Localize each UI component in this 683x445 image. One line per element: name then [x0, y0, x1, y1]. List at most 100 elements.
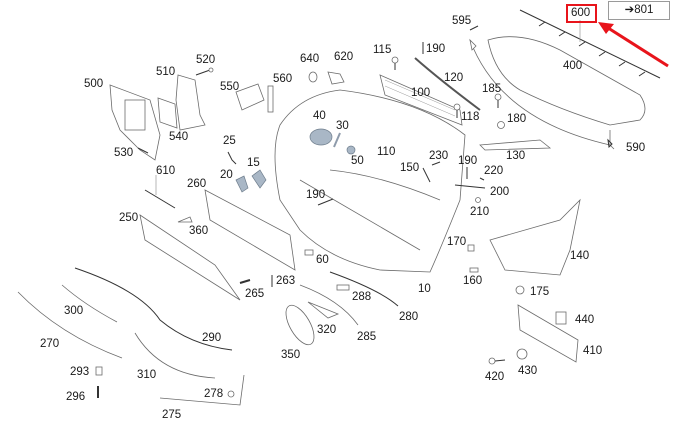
part-250-lower-grille[interactable] [139, 214, 241, 301]
part-100-grille[interactable] [379, 74, 463, 126]
part-220-clip[interactable] [479, 177, 485, 181]
part-190-pin-3[interactable] [317, 198, 334, 206]
label-350[interactable]: 350 [281, 349, 301, 361]
label-360[interactable]: 360 [189, 225, 209, 237]
label-60[interactable]: 60 [316, 254, 329, 266]
label-265[interactable]: 265 [245, 288, 265, 300]
part-310-strip[interactable] [134, 332, 216, 379]
label-15[interactable]: 15 [247, 157, 260, 169]
part-285-strip[interactable] [299, 284, 359, 326]
label-118[interactable]: 118 [461, 111, 480, 123]
label-278[interactable]: 278 [204, 388, 224, 400]
part-150-pin[interactable] [422, 167, 431, 183]
part-278-clip[interactable] [227, 390, 235, 398]
part-40-emblem[interactable] [309, 128, 333, 146]
label-30[interactable]: 30 [336, 120, 349, 132]
part-25-hose[interactable] [227, 151, 237, 165]
label-275[interactable]: 275 [162, 409, 182, 421]
part-115-screw[interactable] [391, 56, 399, 70]
part-175-nut[interactable] [515, 285, 525, 295]
part-350-fog-grille[interactable] [280, 301, 319, 349]
label-640[interactable]: 640 [300, 53, 320, 65]
part-185-bolt[interactable] [494, 93, 502, 108]
label-540[interactable]: 540 [169, 131, 189, 143]
part-440-clip[interactable] [555, 311, 567, 325]
label-300[interactable]: 300 [64, 305, 84, 317]
part-120-trim[interactable] [414, 57, 481, 111]
label-40[interactable]: 40 [313, 110, 326, 122]
part-10-bumper-cover[interactable] [274, 89, 466, 273]
label-250[interactable]: 250 [119, 212, 139, 224]
part-275-strip[interactable] [159, 374, 245, 406]
part-560-bracket[interactable] [267, 85, 274, 113]
label-550[interactable]: 550 [220, 81, 240, 93]
part-430-nut[interactable] [516, 348, 528, 360]
part-530-clip[interactable] [137, 147, 149, 154]
label-25[interactable]: 25 [223, 135, 236, 147]
part-180-nut[interactable] [497, 121, 505, 129]
label-595[interactable]: 595 [452, 15, 472, 27]
reference-link-801[interactable]: ➔801 [608, 1, 670, 20]
label-170[interactable]: 170 [447, 236, 467, 248]
part-140-side-bracket[interactable] [489, 198, 581, 276]
label-20[interactable]: 20 [220, 169, 233, 181]
label-200[interactable]: 200 [490, 186, 510, 198]
part-270-strip[interactable] [17, 291, 123, 359]
label-180[interactable]: 180 [507, 113, 527, 125]
label-263[interactable]: 263 [276, 275, 296, 287]
part-130-trim[interactable] [479, 139, 552, 151]
label-410[interactable]: 410 [583, 345, 603, 357]
part-640-ring[interactable] [308, 71, 318, 83]
label-270[interactable]: 270 [40, 338, 60, 350]
label-100[interactable]: 100 [411, 87, 431, 99]
label-210[interactable]: 210 [470, 206, 490, 218]
part-500-bracket[interactable] [109, 84, 161, 161]
part-550-unit[interactable] [235, 83, 265, 111]
part-590-clip[interactable] [607, 138, 613, 149]
part-410-plate-holder[interactable] [517, 304, 579, 363]
label-520[interactable]: 520 [196, 54, 216, 66]
label-50[interactable]: 50 [351, 155, 364, 167]
label-620[interactable]: 620 [334, 51, 354, 63]
label-190-a[interactable]: 190 [426, 43, 446, 55]
label-400[interactable]: 400 [563, 60, 583, 72]
part-288-clip[interactable] [336, 284, 350, 291]
part-160-clip[interactable] [469, 267, 479, 273]
label-530[interactable]: 530 [114, 147, 134, 159]
label-288[interactable]: 288 [352, 291, 372, 303]
part-260-reinforcement[interactable] [204, 189, 296, 271]
label-500[interactable]: 500 [84, 78, 104, 90]
part-50-washer[interactable] [346, 145, 356, 155]
part-230-clip[interactable] [431, 161, 441, 166]
label-120[interactable]: 120 [444, 72, 464, 84]
label-290[interactable]: 290 [202, 332, 222, 344]
highlight-box-600[interactable] [566, 4, 597, 23]
label-10[interactable]: 10 [418, 283, 431, 295]
part-520-screw[interactable] [195, 67, 214, 76]
label-260[interactable]: 260 [187, 178, 207, 190]
label-600[interactable]: 600 [571, 7, 591, 19]
part-200-strip[interactable] [454, 184, 486, 189]
part-60-clip[interactable] [304, 249, 314, 256]
label-190-b[interactable]: 190 [458, 155, 478, 167]
label-430[interactable]: 430 [518, 365, 538, 377]
part-510-bracket[interactable] [175, 74, 206, 131]
label-296[interactable]: 296 [66, 391, 86, 403]
part-620-sensor[interactable] [327, 71, 345, 85]
label-510[interactable]: 510 [156, 66, 176, 78]
label-560[interactable]: 560 [273, 73, 293, 85]
label-440[interactable]: 440 [575, 314, 595, 326]
label-280[interactable]: 280 [399, 311, 419, 323]
part-280-strip[interactable] [329, 271, 399, 307]
label-150[interactable]: 150 [400, 162, 420, 174]
part-290-strip[interactable] [74, 267, 233, 351]
label-320[interactable]: 320 [317, 324, 337, 336]
label-185[interactable]: 185 [482, 83, 502, 95]
part-300-strip[interactable] [61, 284, 118, 323]
part-210-clip[interactable] [475, 197, 481, 203]
part-20-cover[interactable] [235, 175, 249, 193]
part-265-screw[interactable] [239, 279, 251, 284]
part-320-bracket[interactable] [307, 301, 340, 319]
part-30-bracket[interactable] [333, 132, 341, 148]
label-110[interactable]: 110 [377, 146, 396, 158]
